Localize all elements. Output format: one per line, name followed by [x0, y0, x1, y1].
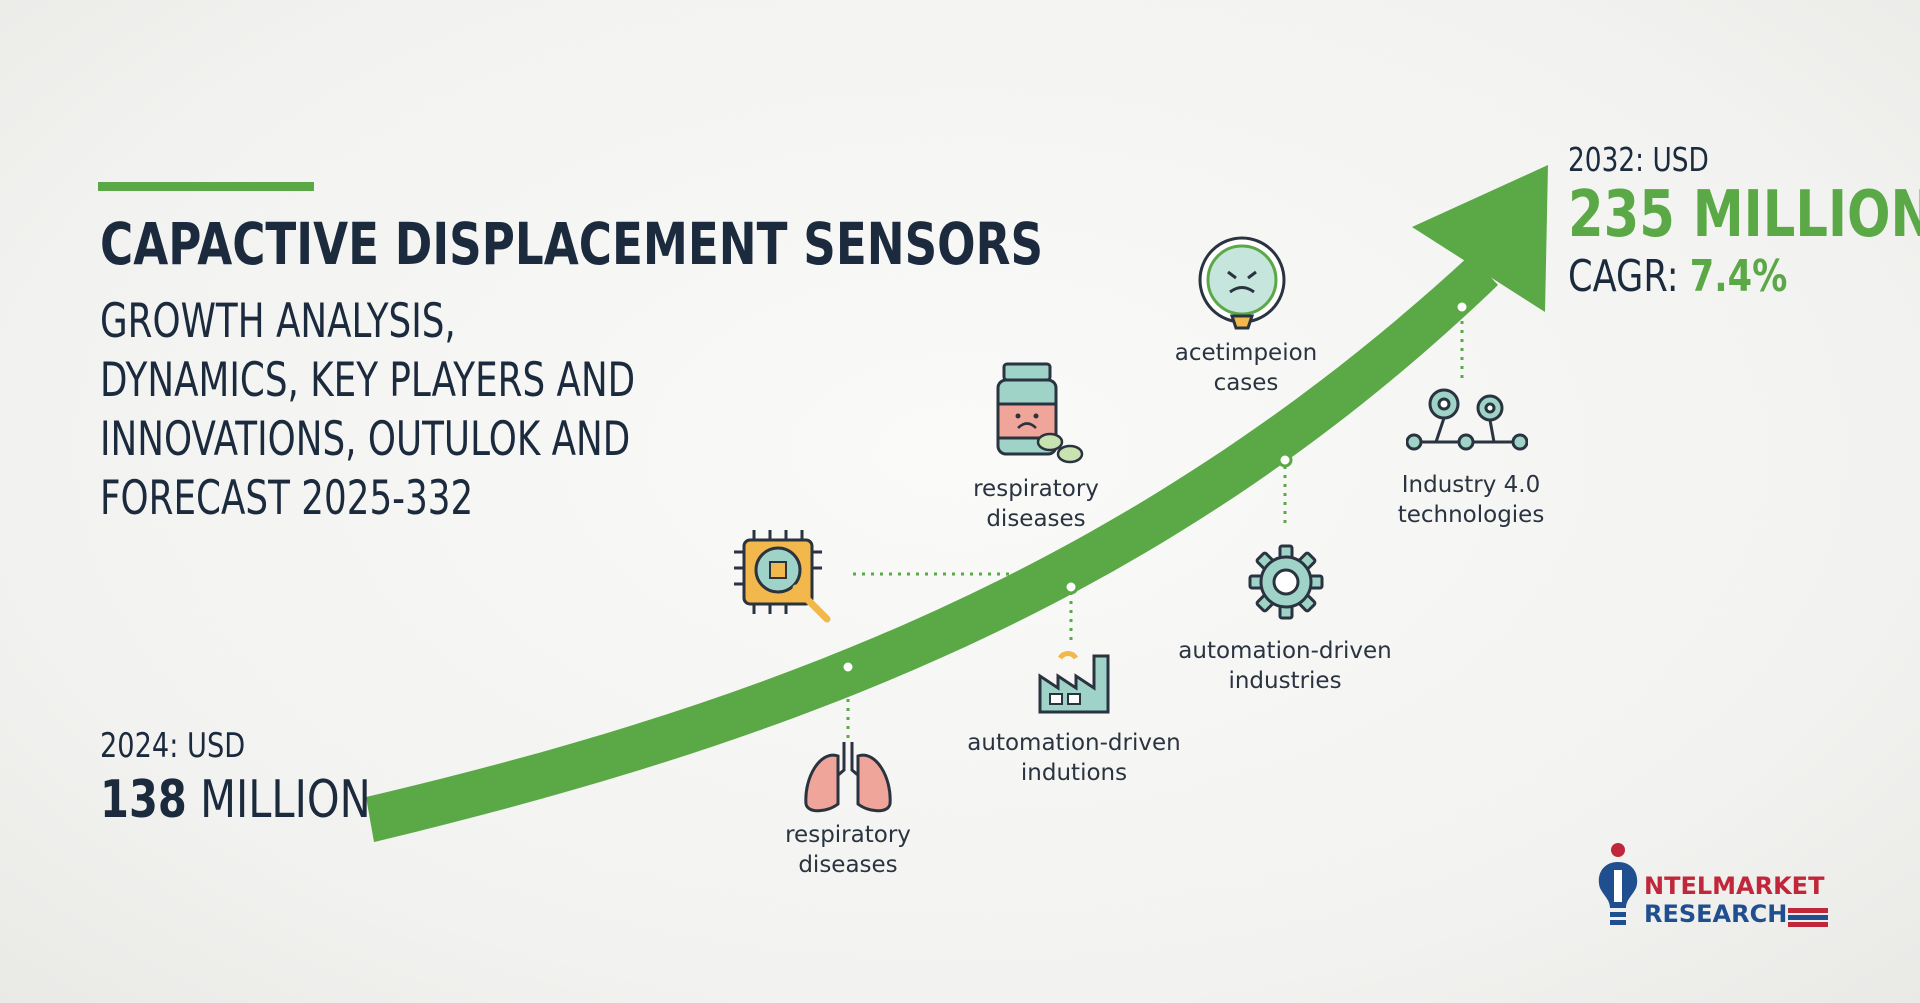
start-value-block: 2024: USD 138 MILLION: [100, 726, 371, 830]
logo-line-1: NTELMARKET: [1644, 872, 1825, 900]
driver-label-line: respiratory: [785, 822, 911, 848]
driver-label: automation-driven indutions: [967, 728, 1180, 788]
start-year-label: 2024: USD: [100, 726, 246, 766]
driver-label-line: acetimpeion: [1174, 340, 1318, 366]
cagr: CAGR: 7.4%: [1568, 251, 1920, 302]
start-value: 138 MILLION: [100, 770, 371, 830]
sensor-chip-icon: [734, 530, 831, 623]
subtitle-line: FORECAST 2025-332: [100, 471, 474, 526]
lightbulb-logo-icon: [1598, 843, 1638, 925]
logo-wordmark: NTELMARKET RESEARCH: [1644, 872, 1824, 928]
face-badge-icon: [1198, 236, 1286, 330]
driver-label-line: Industry 4.0: [1401, 472, 1541, 498]
cagr-label: CAGR:: [1568, 251, 1679, 302]
driver-label: respiratory diseases: [973, 474, 1099, 534]
driver-label: respiratory diseases: [785, 820, 911, 880]
logo-line-2: RESEARCH: [1644, 900, 1788, 928]
gear-icon: [1248, 544, 1324, 620]
gears-network-icon: [1406, 388, 1528, 451]
subtitle: GROWTH ANALYSIS, DYNAMICS, KEY PLAYERS A…: [100, 292, 635, 528]
factory-icon: [1038, 651, 1110, 714]
driver-label: Industry 4.0 technologies: [1398, 470, 1545, 530]
lungs-icon: [804, 742, 892, 813]
start-unit: MILLION: [200, 770, 371, 830]
subtitle-line: INNOVATIONS, OUTULOK AND: [100, 412, 631, 467]
subtitle-line: DYNAMICS, KEY PLAYERS AND: [100, 353, 636, 408]
driver-label-line: automation-driven: [967, 730, 1181, 756]
driver-label: acetimpeion cases: [1175, 338, 1318, 398]
driver-label: automation-driven industries: [1178, 636, 1391, 696]
brand-logo: NTELMARKET RESEARCH: [1592, 842, 1832, 932]
driver-label-line: technologies: [1397, 502, 1545, 528]
driver-label-line: automation-driven: [1178, 638, 1392, 664]
driver-label-line: diseases: [798, 852, 898, 878]
flag-stripes-icon: [1788, 908, 1828, 927]
start-number: 138: [100, 770, 187, 830]
cagr-value: 7.4%: [1689, 251, 1788, 302]
page-title: CAPACTIVE DISPLACEMENT SENSORS: [100, 210, 1044, 278]
medicine-bottle-icon: [996, 362, 1084, 464]
driver-label-line: diseases: [986, 506, 1086, 532]
title-accent-bar: [98, 182, 314, 191]
driver-label-line: respiratory: [973, 476, 1099, 502]
end-value-block: 2032: USD 235 MILLION CAGR: 7.4%: [1568, 140, 1920, 302]
driver-label-line: cases: [1213, 370, 1279, 396]
end-year-label: 2032: USD: [1568, 140, 1709, 179]
end-value: 235 MILLION: [1568, 178, 1920, 252]
driver-label-line: industries: [1228, 668, 1342, 694]
driver-label-line: indutions: [1020, 760, 1128, 786]
subtitle-line: GROWTH ANALYSIS,: [100, 294, 456, 349]
